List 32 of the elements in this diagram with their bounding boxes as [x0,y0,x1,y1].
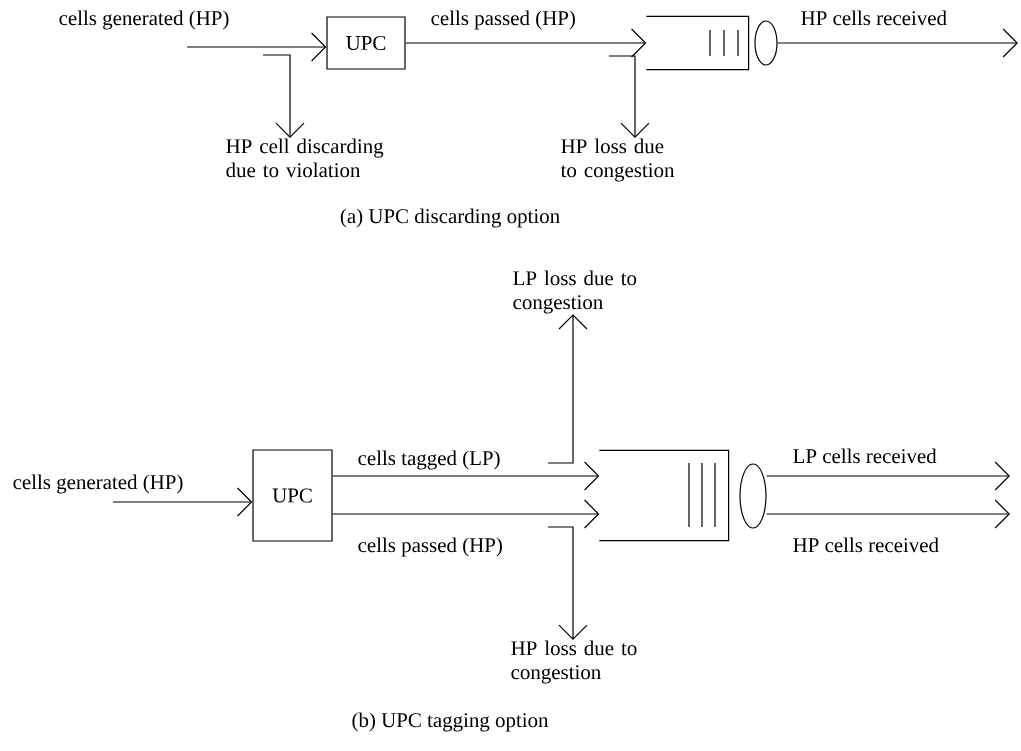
arrow [262,54,305,138]
arrow [186,32,327,62]
node-text: HP loss due to congestion [511,640,637,684]
arrow [766,461,1010,491]
server-ellipse [754,20,778,66]
queue-drawing [598,449,730,542]
edge-label: LP cells received [793,448,937,464]
arrow [608,55,650,138]
arrow [766,499,1010,529]
edge-label: cells passed (HP) [431,10,575,30]
arrow [547,526,588,640]
queue-drawing [645,15,750,71]
node-text: HP cell discarding due to violation [226,138,384,178]
arrow [332,461,600,491]
node-text: HP loss due to congestion [560,138,675,182]
node-text: LP loss due to congestion [513,270,637,314]
edge-label: cells tagged (LP) [358,450,500,470]
arrow [777,28,1018,58]
arrow [405,28,647,58]
edge-label: cells passed (HP) [358,537,502,557]
process-box: UPC [252,449,333,542]
caption: (a) UPC discarding option [340,208,560,228]
arrow [112,487,253,517]
process-box: UPC [326,16,406,70]
edge-label: cells generated (HP) [59,10,229,30]
server-ellipse [739,463,767,529]
edge-label: HP cells received [793,537,939,553]
edge-label: HP cells received [801,10,947,26]
caption: (b) UPC tagging option [352,712,549,732]
arrow [547,314,588,464]
edge-label: cells generated (HP) [13,474,183,494]
arrow [332,499,600,529]
